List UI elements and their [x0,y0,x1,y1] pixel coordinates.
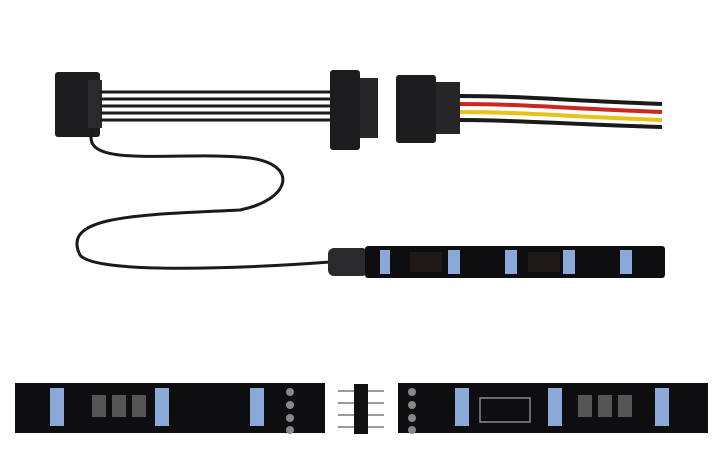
sata-connector-left [55,72,102,137]
led-strip-lower-left [15,383,325,434]
sata-connector-male [330,70,378,150]
sata-connector-female [396,75,460,143]
rgb-cable [75,131,331,270]
led-strip-lower-right [398,383,708,434]
power-wires [459,94,663,129]
sata-splitter-wires [100,90,330,122]
rgb-plug [328,248,368,276]
pin-header-connector [338,384,384,434]
led-strip-upper [365,246,665,278]
